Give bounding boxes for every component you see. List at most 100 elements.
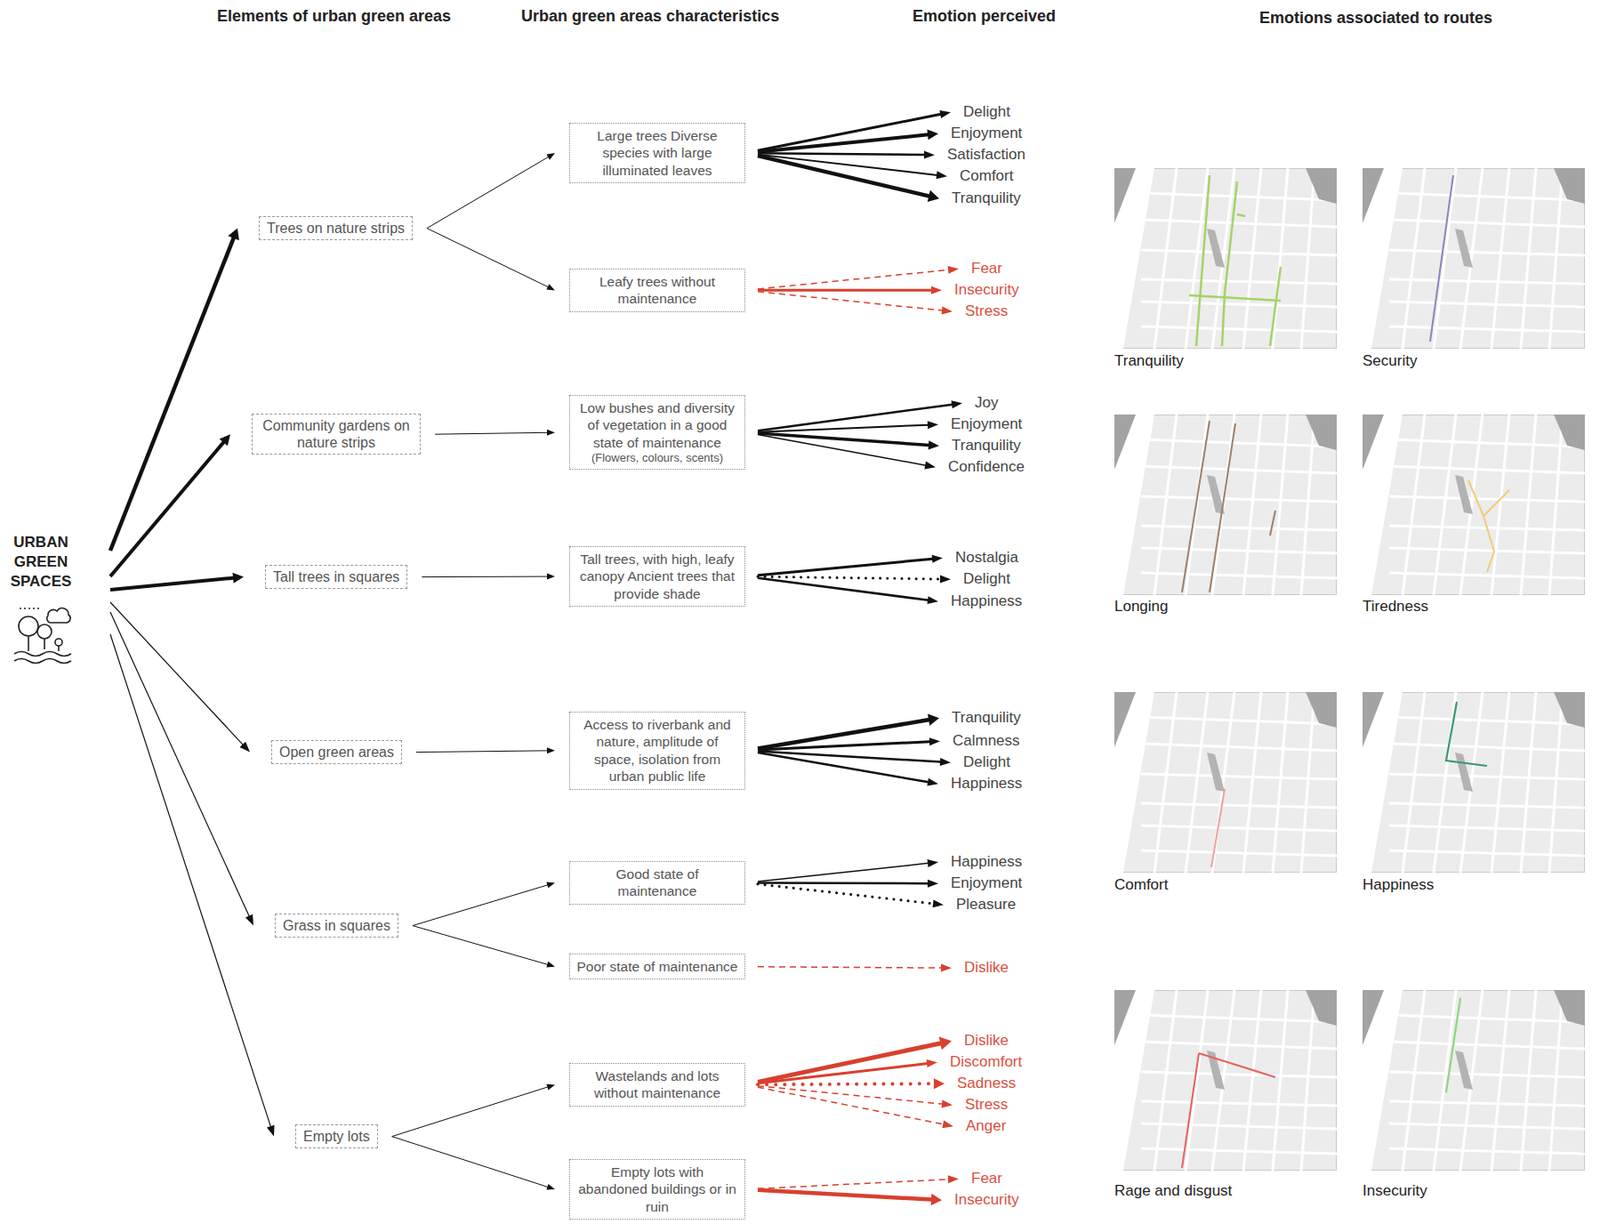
connector-line xyxy=(757,741,931,750)
characteristic-box: Tall trees, with high, leafy canopy Anci… xyxy=(569,546,746,607)
connector-arrow xyxy=(757,1059,938,1084)
arrowhead xyxy=(939,1037,952,1051)
connector-line xyxy=(110,442,225,577)
connector-line xyxy=(757,134,929,152)
connector-line xyxy=(110,611,250,917)
emotion-label: Anger xyxy=(962,1116,1010,1136)
route-map xyxy=(1114,414,1337,595)
characteristic-box: Poor state of maintenance xyxy=(569,953,746,980)
arrowhead xyxy=(941,1119,954,1128)
node-text: Leafy trees without maintenance xyxy=(575,273,740,308)
emotion-label: Tranquility xyxy=(948,188,1025,209)
emotion-label: Nostalgia xyxy=(951,547,1022,568)
connector-arrow xyxy=(757,128,939,152)
node-text: Wastelands and lots without maintenance xyxy=(575,1067,740,1102)
arrowhead xyxy=(924,151,935,160)
connector-line xyxy=(110,602,244,746)
node-text: Trees on nature strips xyxy=(266,219,405,237)
node-text: Tranquility xyxy=(951,436,1022,455)
node-text: Poor state of maintenance xyxy=(575,957,740,975)
connector-line xyxy=(757,1043,941,1083)
connector-line xyxy=(426,156,549,228)
connector-arrow xyxy=(757,884,944,908)
arrowhead xyxy=(927,190,940,202)
arrowhead xyxy=(245,914,254,926)
arrowhead xyxy=(951,400,963,409)
connector-line xyxy=(757,1179,949,1190)
park-icon xyxy=(14,608,72,664)
column-header: Urban green areas characteristics xyxy=(521,7,780,26)
emotion-label: Dislike xyxy=(960,1030,1013,1051)
connector-line xyxy=(392,1136,549,1188)
connector-arrow xyxy=(757,1086,954,1128)
connector-arrow xyxy=(110,634,275,1137)
node-text: Tranquility xyxy=(951,189,1022,208)
connector-line xyxy=(757,719,930,749)
arrowhead xyxy=(924,461,936,470)
connector-line xyxy=(110,634,272,1127)
connector-arrow xyxy=(416,747,555,754)
emotion-label: Joy xyxy=(971,393,1002,413)
emotion-label: Insecurity xyxy=(950,280,1023,300)
map-label: Tiredness xyxy=(1362,597,1429,616)
arrowhead xyxy=(240,741,250,753)
connector-line xyxy=(757,881,929,885)
connector-line xyxy=(757,752,929,782)
emotion-label: Enjoyment xyxy=(947,123,1026,144)
arrowhead xyxy=(936,170,948,179)
connector-arrow xyxy=(757,434,936,470)
connector-arrow xyxy=(757,400,963,431)
emotion-label: Dislike xyxy=(960,957,1013,978)
element-box: Empty lots xyxy=(295,1124,378,1149)
connector-line xyxy=(757,576,941,579)
arrowhead xyxy=(926,128,939,140)
arrowhead xyxy=(546,1183,555,1190)
map-label: Longing xyxy=(1114,597,1169,616)
arrowhead xyxy=(546,882,555,889)
element-box: Tall trees in squares xyxy=(265,564,408,589)
emotion-label: Happiness xyxy=(947,773,1026,794)
arrowhead xyxy=(266,1125,275,1137)
column-header: Emotions associated to routes xyxy=(1259,8,1493,28)
arrowhead xyxy=(929,737,941,746)
arrowhead xyxy=(546,283,555,290)
node-text: Community gardens on nature strips xyxy=(259,417,413,451)
node-text: Empty lots xyxy=(303,1127,370,1145)
element-box: Open green areas xyxy=(271,739,403,764)
node-text: Enjoyment xyxy=(950,124,1022,143)
connector-line xyxy=(757,1085,943,1104)
connector-arrow xyxy=(110,602,250,753)
connector-arrow xyxy=(757,554,943,576)
arrowhead xyxy=(932,899,944,908)
arrowhead xyxy=(232,572,244,584)
map-label: Security xyxy=(1362,352,1417,370)
node-text: Enjoyment xyxy=(950,415,1022,434)
connector-arrow xyxy=(757,433,940,451)
characteristic-box: Access to riverbank and nature, amplitud… xyxy=(569,711,746,790)
node-text: Happiness xyxy=(950,852,1022,871)
emotion-label: Delight xyxy=(959,752,1014,772)
connector-line xyxy=(757,291,943,311)
connector-arrow xyxy=(110,434,231,577)
arrowhead xyxy=(927,859,939,868)
node-text: Grass in squares xyxy=(282,916,391,934)
characteristic-box: Wastelands and lots without maintenance xyxy=(569,1062,746,1107)
node-text: Large trees Diverse species with large i… xyxy=(575,127,740,179)
node-text: Dislike xyxy=(964,1031,1009,1050)
connector-line xyxy=(757,155,930,197)
connector-line xyxy=(757,434,926,467)
arrowhead xyxy=(546,1084,555,1091)
emotion-label: Calmness xyxy=(948,731,1024,751)
connector-line xyxy=(757,152,925,155)
connector-line xyxy=(412,884,548,926)
connector-arrow xyxy=(434,429,555,436)
arrowhead xyxy=(927,879,939,888)
root-title: URBAN GREEN SPACES xyxy=(0,532,82,592)
node-text: Happiness xyxy=(950,592,1022,611)
map-label: Insecurity xyxy=(1362,1181,1428,1200)
connector-line xyxy=(757,1189,933,1200)
connector-arrow xyxy=(757,291,953,315)
connector-arrow xyxy=(757,155,940,202)
connector-arrow xyxy=(757,420,939,432)
connector-line xyxy=(757,862,929,882)
